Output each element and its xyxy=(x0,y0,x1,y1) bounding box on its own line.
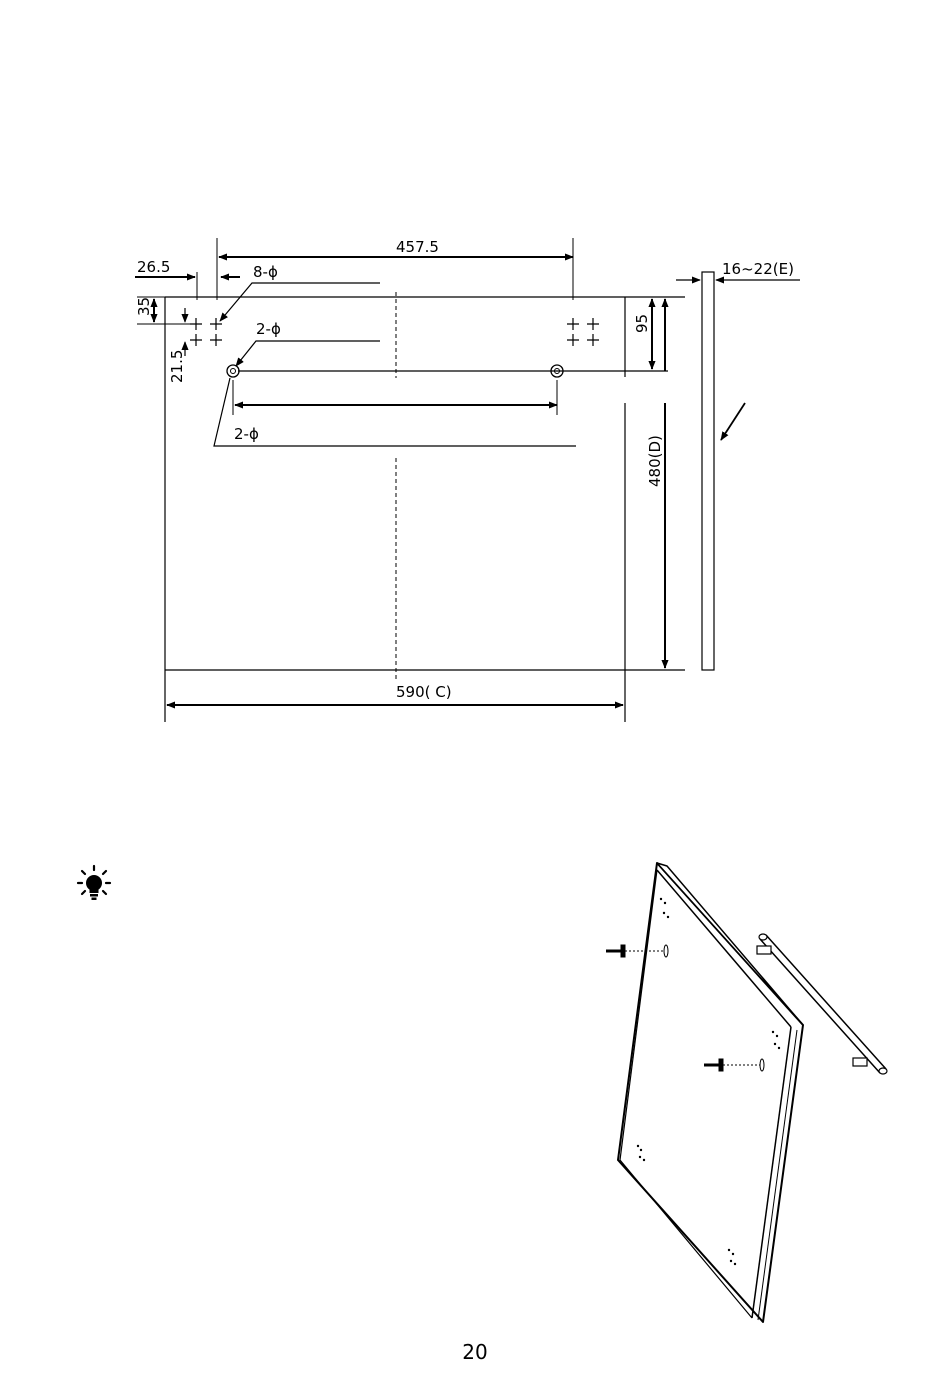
dim-26-label: 26.5 xyxy=(137,258,170,276)
dim-457-label: 457.5 xyxy=(396,238,439,256)
screw-hole-marks xyxy=(190,318,599,346)
dim-21-label: 21.5 xyxy=(168,350,186,383)
technical-drawing: 457.5 26.5 35 21.5 95 480(D) 590( C) 16~… xyxy=(0,0,950,1340)
dim-95-label: 95 xyxy=(633,314,651,333)
dim-590-label: 590( C) xyxy=(396,683,452,701)
dimension-arrows xyxy=(135,257,800,705)
panel-side-profile xyxy=(702,272,714,670)
panel-front-view xyxy=(165,297,685,722)
extension-lines xyxy=(137,238,625,722)
door-panel-isometric xyxy=(618,863,803,1322)
dim-thickness-label: 16~22(E) xyxy=(722,260,794,278)
dim-480-label: 480(D) xyxy=(646,435,664,487)
callout-2-holes-bottom-label: 2-ϕ xyxy=(234,425,259,443)
callout-2-holes-top-label: 2-ϕ xyxy=(256,320,281,338)
callout-8-holes-label: 8-ϕ xyxy=(253,263,278,281)
lightbulb-icon xyxy=(78,866,110,900)
page-number: 20 xyxy=(0,1340,950,1364)
side-pointer-arrow xyxy=(721,403,745,440)
handle-hole-left xyxy=(227,365,239,377)
dim-35-label: 35 xyxy=(135,297,153,316)
callout-leaders xyxy=(214,283,576,446)
